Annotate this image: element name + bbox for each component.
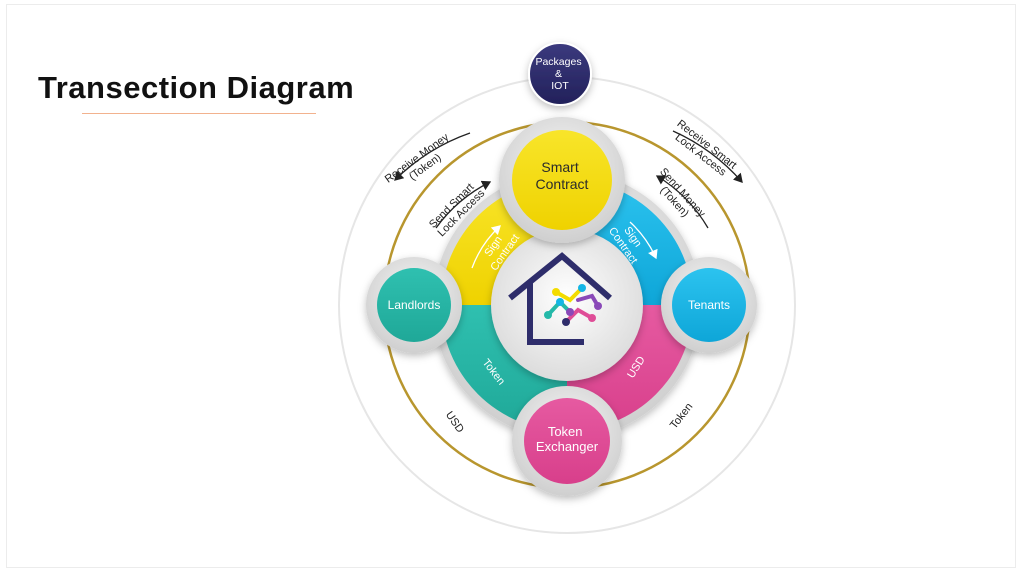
landlords-label: Landlords: [388, 298, 441, 312]
token-exchanger-label: Token Exchanger: [536, 424, 599, 454]
packages-iot-label: Packages & IOT: [535, 56, 584, 92]
tenants-label: Tenants: [688, 298, 730, 312]
title-underline: [82, 113, 316, 114]
token-exchanger-disc: [524, 398, 610, 484]
node-smart-contract[interactable]: Smart Contract: [499, 117, 625, 243]
node-landlords[interactable]: Landlords: [366, 257, 462, 353]
arrow-sign-contract-right: [629, 221, 658, 260]
tenants-disc: [672, 268, 746, 342]
node-tenants[interactable]: Tenants: [661, 257, 757, 353]
arrow-send-money: [655, 175, 709, 229]
packages-iot-disc: [528, 42, 592, 106]
slide-frame: [6, 4, 1016, 568]
arrow-sign-contract-left: [471, 225, 501, 269]
arrow-send-smart-lock: [435, 180, 492, 229]
arrow-receive-smart-lock: [672, 130, 743, 183]
page-title: Transection Diagram: [38, 70, 355, 105]
smart-contract-label: Smart Contract: [536, 159, 589, 192]
arrow-receive-money: [394, 132, 471, 181]
node-packages-iot[interactable]: Packages & IOT: [528, 42, 592, 106]
node-token-exchanger[interactable]: Token Exchanger: [512, 386, 622, 496]
landlords-disc: [377, 268, 451, 342]
smart-contract-disc: [512, 130, 612, 230]
house-molecule-logo: [508, 252, 612, 345]
center-disc: [491, 229, 643, 381]
